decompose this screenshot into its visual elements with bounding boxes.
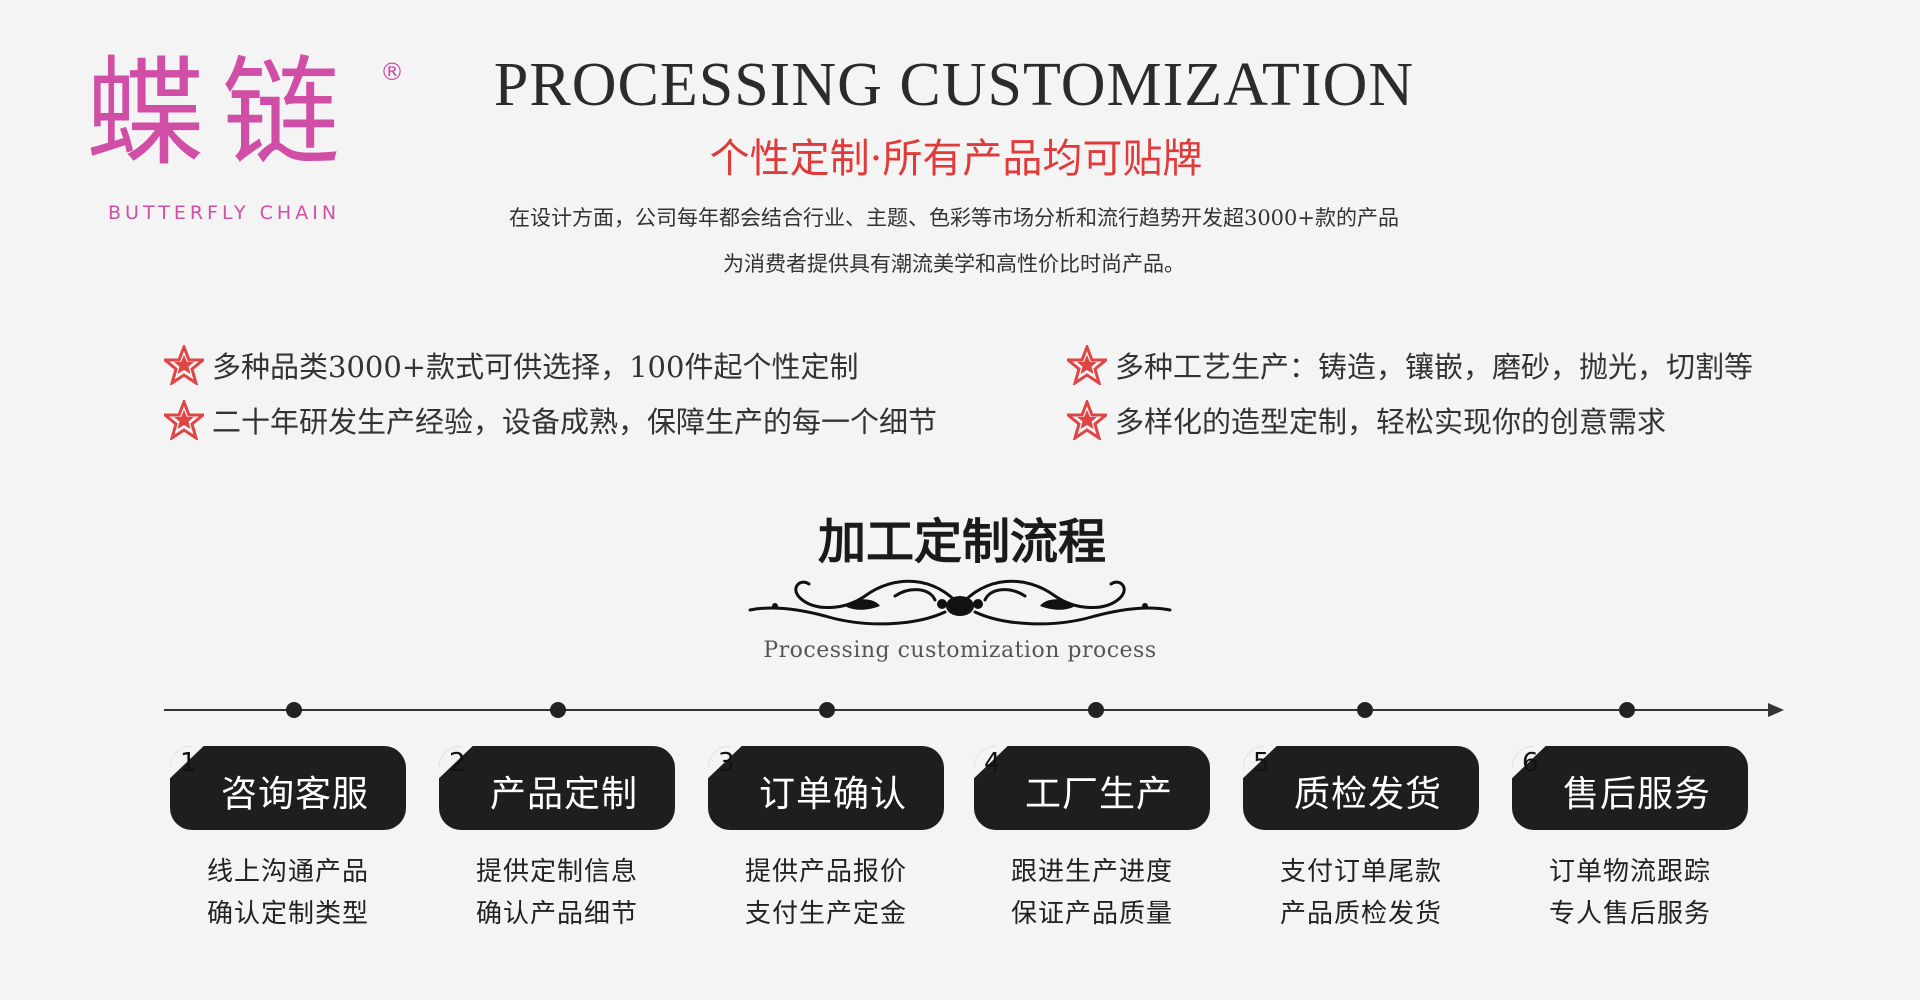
feature-item: 多样化的造型定制，轻松实现你的创意需求 <box>1067 399 1666 441</box>
process-title: 加工定制流程 <box>817 514 1106 570</box>
registered-mark: ® <box>380 58 404 86</box>
process-step: 质检发货 5 支付订单尾款 产品质检发货 <box>1243 746 1479 929</box>
logo-chinese-text: 蝶链 <box>86 44 359 182</box>
step-title: 售后服务 <box>1562 774 1711 815</box>
step-desc-line-2: 确认定制类型 <box>206 899 369 929</box>
step-desc-line-2: 保证产品质量 <box>1010 899 1173 929</box>
timeline-dot <box>1357 702 1373 718</box>
feature-text: 多种工艺生产：铸造，镶嵌，磨砂，抛光，切割等 <box>1115 350 1754 384</box>
timeline-line <box>164 709 1768 711</box>
arrow-right-icon <box>1768 703 1784 717</box>
timeline-dot <box>1088 702 1104 718</box>
process-step: 工厂生产 4 跟进生产进度 保证产品质量 <box>974 746 1210 929</box>
step-desc-line-1: 跟进生产进度 <box>1010 857 1173 887</box>
timeline-dot <box>550 702 566 718</box>
process-step: 订单确认 3 提供产品报价 支付生产定金 <box>708 746 944 929</box>
step-badge: 工厂生产 <box>974 746 1210 830</box>
process-timeline <box>164 700 1784 720</box>
step-number: 3 <box>718 748 735 778</box>
process-subtitle: Processing customization process <box>763 638 1157 663</box>
intro-line-1: 在设计方面，公司每年都会结合行业、主题、色彩等市场分析和流行趋势开发超3000+… <box>508 206 1400 230</box>
feature-text: 多样化的造型定制，轻松实现你的创意需求 <box>1115 405 1667 439</box>
timeline-dot <box>286 702 302 718</box>
logo-english-text: BUTTERFLY CHAIN <box>108 202 341 224</box>
step-title: 工厂生产 <box>1024 774 1173 815</box>
page-title-cn: 个性定制·所有产品均可贴牌 <box>709 136 1203 182</box>
step-badge: 质检发货 <box>1243 746 1479 830</box>
process-step: 咨询客服 1 线上沟通产品 确认定制类型 <box>170 746 406 929</box>
step-badge: 咨询客服 <box>170 746 406 830</box>
timeline-dot <box>1619 702 1635 718</box>
step-desc-line-1: 提供产品报价 <box>744 857 907 887</box>
step-badge: 订单确认 <box>708 746 944 830</box>
step-number: 6 <box>1522 748 1539 778</box>
brand-logo: 蝶链 ® BUTTERFLY CHAIN <box>86 54 416 234</box>
star-icon <box>1067 345 1107 385</box>
ornament-flourish-icon <box>748 579 1172 626</box>
step-badge: 售后服务 <box>1512 746 1748 830</box>
step-desc-line-1: 订单物流跟踪 <box>1548 857 1711 887</box>
step-desc-line-1: 线上沟通产品 <box>206 857 369 887</box>
step-number: 2 <box>449 748 466 778</box>
step-number: 1 <box>180 748 197 778</box>
feature-item: 二十年研发生产经验，设备成熟，保障生产的每一个细节 <box>164 399 937 441</box>
star-icon <box>1067 400 1107 440</box>
step-title: 咨询客服 <box>220 774 369 815</box>
feature-item: 多种工艺生产：铸造，镶嵌，磨砂，抛光，切割等 <box>1067 344 1753 386</box>
star-icon <box>164 400 204 440</box>
step-desc-line-2: 产品质检发货 <box>1279 899 1442 929</box>
step-number: 4 <box>984 748 1001 778</box>
process-step: 售后服务 6 订单物流跟踪 专人售后服务 <box>1512 746 1748 929</box>
step-desc-line-1: 提供定制信息 <box>475 857 638 887</box>
step-badge: 产品定制 <box>439 746 675 830</box>
feature-item: 多种品类3000+款式可供选择，100件起个性定制 <box>164 344 858 386</box>
process-step: 产品定制 2 提供定制信息 确认产品细节 <box>439 746 675 929</box>
feature-text: 多种品类3000+款式可供选择，100件起个性定制 <box>212 350 859 384</box>
page-title-en: PROCESSING CUSTOMIZATION <box>493 51 1415 119</box>
step-title: 订单确认 <box>758 774 907 815</box>
feature-text: 二十年研发生产经验，设备成熟，保障生产的每一个细节 <box>212 405 938 439</box>
step-desc-line-2: 支付生产定金 <box>744 899 907 929</box>
star-icon <box>164 345 204 385</box>
intro-line-2: 为消费者提供具有潮流美学和高性价比时尚产品。 <box>723 252 1185 276</box>
step-desc-line-2: 确认产品细节 <box>475 899 638 929</box>
timeline-dot <box>819 702 835 718</box>
step-number: 5 <box>1253 748 1270 778</box>
step-title: 质检发货 <box>1293 774 1442 815</box>
step-desc-line-2: 专人售后服务 <box>1548 899 1711 929</box>
step-title: 产品定制 <box>489 774 638 815</box>
step-desc-line-1: 支付订单尾款 <box>1279 857 1442 887</box>
